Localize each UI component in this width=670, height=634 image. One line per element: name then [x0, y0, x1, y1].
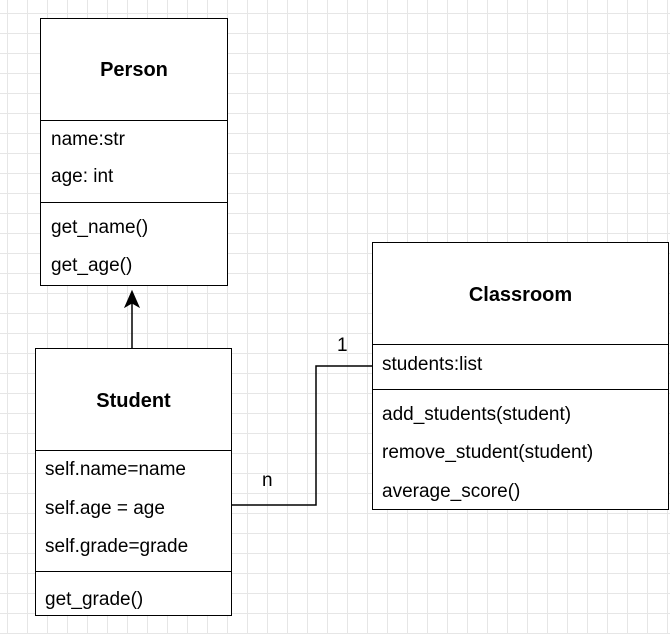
student-method-get-grade: get_grade() — [45, 589, 144, 610]
classroom-method-average-score: average_score() — [382, 481, 521, 502]
person-attribute-age: age: int — [51, 166, 114, 187]
classroom-method-add-students: add_students(student) — [382, 404, 572, 425]
classroom-class-name: Classroom — [468, 284, 573, 306]
person-method-get-age: get_age() — [51, 255, 133, 276]
inheritance-arrowhead — [123, 289, 141, 309]
person-attributes-divider — [41, 202, 227, 203]
student-class-name: Student — [96, 390, 171, 412]
classroom-attributes-divider — [373, 389, 668, 390]
association-multiplicity-classroom: 1 — [337, 335, 348, 356]
person-name-divider — [41, 120, 227, 121]
person-class[interactable]: Person name:str age: int get_name() get_… — [40, 18, 228, 286]
student-class[interactable]: Student self.name=name self.age = age se… — [35, 348, 232, 616]
person-method-get-name: get_name() — [51, 217, 149, 238]
student-attribute-name: self.name=name — [45, 459, 186, 480]
student-name-divider — [36, 450, 231, 451]
association-line — [232, 365, 372, 506]
student-attribute-age: self.age = age — [45, 498, 165, 519]
student-attributes-divider — [36, 571, 231, 572]
classroom-name-divider — [373, 344, 668, 345]
student-attribute-grade: self.grade=grade — [45, 536, 189, 557]
classroom-method-remove-student: remove_student(student) — [382, 442, 594, 463]
person-attribute-name: name:str — [51, 129, 125, 150]
classroom-class[interactable]: Classroom students:list add_students(stu… — [372, 242, 669, 510]
person-class-name: Person — [100, 59, 168, 81]
association-multiplicity-student: n — [262, 470, 273, 491]
classroom-attribute-students: students:list — [382, 354, 483, 375]
